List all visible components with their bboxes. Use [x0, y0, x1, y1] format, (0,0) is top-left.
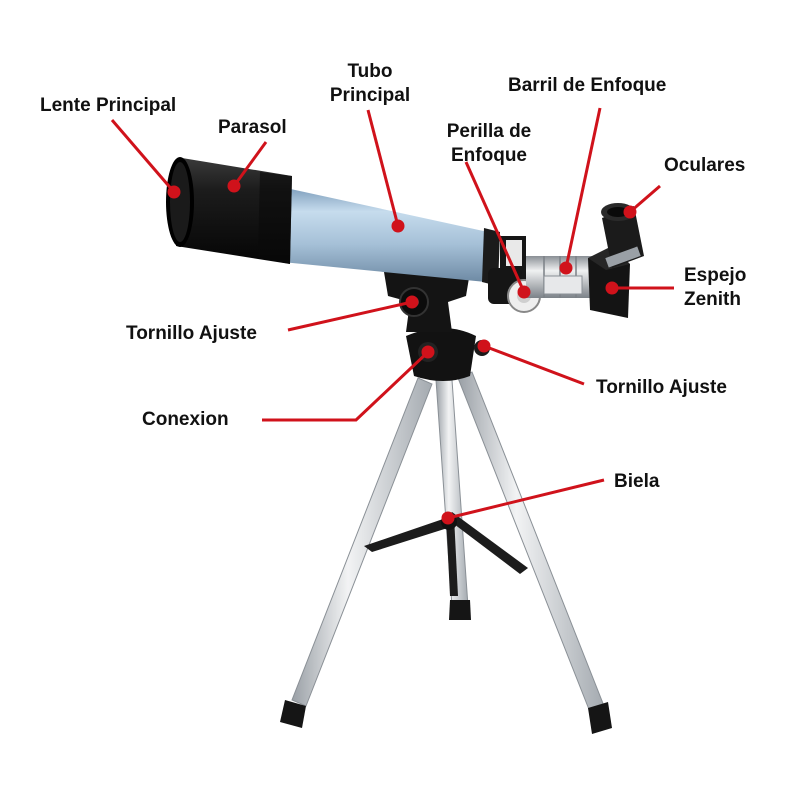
leader-conexion	[262, 350, 430, 422]
leader-tornillo-ajuste-left	[287, 300, 413, 332]
tripod-foot-center	[449, 600, 471, 620]
label-biela: Biela	[614, 471, 660, 492]
tripod-head	[406, 328, 490, 381]
label-oculares: Oculares	[664, 155, 746, 176]
leader-perilla-enfoque	[464, 161, 526, 293]
label-tornillo-ajuste-right: Tornillo Ajuste	[596, 377, 727, 398]
leader-barril-enfoque	[564, 107, 602, 269]
leader-lines	[110, 107, 674, 525]
label-barril-enfoque: Barril de Enfoque	[508, 75, 667, 96]
sunshade	[166, 157, 292, 264]
label-lente-principal: Lente Principal	[40, 95, 177, 116]
label-espejo-zenith: Espejo Zenith	[684, 264, 746, 312]
label-tubo-principal-line1: Tubo	[347, 61, 393, 82]
tripod-foot-left	[280, 700, 306, 728]
label-espejo-zenith-line1: Espejo	[684, 265, 747, 286]
mount	[384, 272, 470, 332]
leader-lente-principal	[110, 119, 176, 193]
label-espejo-zenith-line2: Zenith	[684, 289, 741, 310]
label-tubo-principal-line2: Principal	[329, 85, 411, 106]
label-conexion: Conexion	[142, 409, 229, 430]
tripod	[280, 328, 612, 734]
leader-biela	[447, 478, 605, 520]
label-tubo-principal: Tubo Principal	[320, 60, 420, 108]
leader-oculares	[629, 184, 661, 214]
eyepiece	[601, 203, 644, 268]
leader-parasol	[232, 141, 268, 187]
label-parasol: Parasol	[218, 117, 287, 138]
leader-tubo-principal	[366, 109, 400, 227]
label-perilla-enfoque-line2: Enfoque	[451, 145, 527, 166]
label-tornillo-ajuste-left: Tornillo Ajuste	[126, 323, 257, 344]
focus-barrel	[526, 256, 592, 298]
tripod-foot-right	[588, 702, 612, 734]
leader-tornillo-ajuste-right	[483, 344, 585, 386]
tripod-spreader	[364, 512, 528, 596]
label-perilla-enfoque: Perilla de Enfoque	[434, 120, 544, 168]
tripod-leg-left	[291, 377, 433, 707]
label-perilla-enfoque-line1: Perilla de	[446, 121, 532, 142]
